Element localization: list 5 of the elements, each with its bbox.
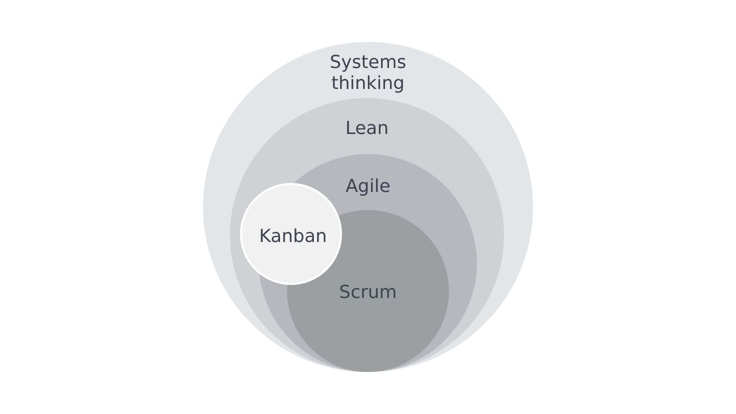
set-label: Systems thinking (328, 52, 408, 94)
set-label: Lean (344, 118, 390, 139)
set-label: Agile (344, 176, 392, 197)
set-label: Kanban (258, 226, 328, 247)
set-label: Scrum (338, 282, 398, 303)
